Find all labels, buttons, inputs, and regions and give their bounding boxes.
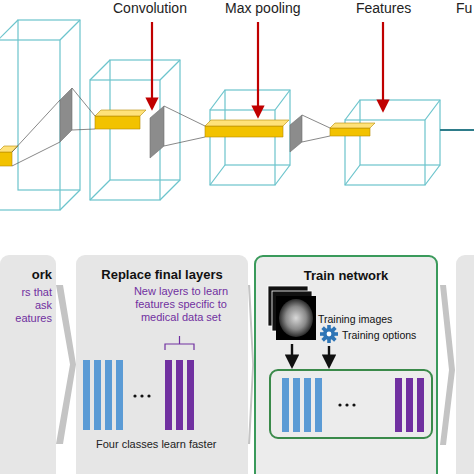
panel-title: Train network <box>256 268 436 283</box>
step-panel: ork rs that ask eatures <box>0 255 56 474</box>
panel-text: Four classes learn faster <box>96 438 246 451</box>
step-panel: Train networkTraining imagesTraining opt… <box>254 255 438 474</box>
panel-title: ork <box>0 267 52 282</box>
step-panel: Replace final layersNew layers to learn … <box>76 255 248 474</box>
panel-text: New layers to learn features specific to… <box>116 285 246 324</box>
chevron-arrow <box>56 285 76 444</box>
layer-label: Fu <box>456 0 472 16</box>
layer-label: Max pooling <box>225 0 301 16</box>
layer-label: Convolution <box>113 0 187 16</box>
panel-text: Training options <box>342 329 436 341</box>
panel-text: Training images <box>318 313 434 325</box>
panel-text: rs that ask eatures <box>4 286 52 325</box>
chevron-arrow <box>248 285 254 444</box>
panel-title: Replace final layers <box>76 267 248 282</box>
layer-label: Features <box>356 0 411 16</box>
